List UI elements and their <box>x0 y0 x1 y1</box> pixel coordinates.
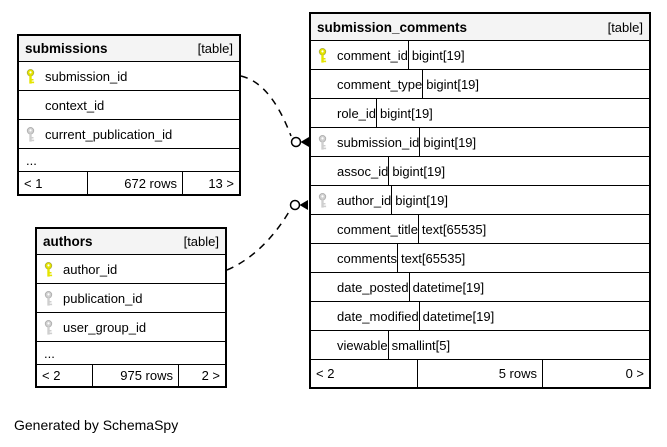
column-type: bigint[19] <box>388 157 494 185</box>
ellipsis-row: ... <box>37 342 225 365</box>
column-type: text[65535] <box>417 215 524 243</box>
column-type: bigint[19] <box>422 70 528 98</box>
column-name: current_publication_id <box>45 126 173 142</box>
ellipsis-row: ... <box>19 149 239 172</box>
column-type: bigint[19] <box>419 128 525 156</box>
foreign-key-icon <box>43 290 54 306</box>
column-row: comment_title text[65535] <box>311 215 649 244</box>
column-name: comment_type <box>337 76 423 92</box>
table-submission-comments[interactable]: submission_comments [table] comment_id b… <box>309 12 651 389</box>
column-name: date_posted <box>337 279 409 295</box>
column-name: comment_id <box>337 47 408 63</box>
column-row: context_id <box>19 91 239 120</box>
column-name: submission_id <box>337 134 420 150</box>
column-row: comment_type bigint[19] <box>311 70 649 99</box>
column-row: publication_id <box>37 284 225 313</box>
column-name: assoc_id <box>337 163 389 179</box>
column-row: viewable smallint[5] <box>311 331 649 360</box>
column-name: author_id <box>63 261 118 277</box>
edge-endpoint-circle-icon <box>289 199 301 211</box>
footer-child-count: 2 > <box>178 365 225 386</box>
table-type-badge: [table] <box>607 19 643 35</box>
foreign-key-icon <box>43 319 54 335</box>
table-title[interactable]: submission_comments <box>317 19 468 35</box>
column-type: smallint[5] <box>387 331 494 359</box>
primary-key-icon <box>317 47 328 63</box>
table-header: submissions [table] <box>19 36 239 62</box>
table-header: authors [table] <box>37 229 225 255</box>
column-row: submission_id <box>19 62 239 91</box>
table-title[interactable]: authors <box>43 234 93 249</box>
footer-child-count: 0 > <box>542 360 649 387</box>
column-name: publication_id <box>63 290 143 306</box>
column-type: bigint[19] <box>407 41 514 69</box>
table-header: submission_comments [table] <box>311 14 649 41</box>
edge-endpoint-circle-icon <box>290 136 302 148</box>
edge-submissions-to-submission-comments <box>240 75 292 137</box>
table-type-badge: [table] <box>197 41 233 56</box>
foreign-key-icon <box>317 134 328 150</box>
column-name: author_id <box>337 192 392 208</box>
column-name: context_id <box>45 97 105 113</box>
ellipsis-label: ... <box>44 345 55 361</box>
table-title[interactable]: submissions <box>25 41 108 56</box>
foreign-key-icon <box>25 126 36 142</box>
column-row: role_id bigint[19] <box>311 99 649 128</box>
column-type: datetime[19] <box>408 273 515 301</box>
column-name: viewable <box>337 337 388 353</box>
column-type: text[65535] <box>396 244 503 272</box>
column-row: date_posted datetime[19] <box>311 273 649 302</box>
ellipsis-label: ... <box>26 152 37 168</box>
table-submissions[interactable]: submissions [table] submission_id contex… <box>17 34 241 196</box>
primary-key-icon <box>43 261 54 277</box>
column-name: comment_title <box>337 221 418 237</box>
table-footer: < 2 5 rows 0 > <box>311 360 649 387</box>
edge-arrowhead-icon <box>299 200 308 210</box>
table-type-badge: [table] <box>183 234 219 249</box>
edge-arrowhead-icon <box>300 137 309 147</box>
column-type: datetime[19] <box>418 302 525 330</box>
footer-parent-count: < 2 <box>316 366 335 381</box>
column-row: comments text[65535] <box>311 244 649 273</box>
column-row: user_group_id <box>37 313 225 342</box>
column-name: submission_id <box>45 68 128 84</box>
footer-parent-count: < 2 <box>42 368 61 383</box>
column-row: current_publication_id <box>19 120 239 149</box>
column-name: date_modified <box>337 308 419 324</box>
footer-child-count: 13 > <box>182 172 239 194</box>
footer-row-count: 5 rows <box>417 360 542 387</box>
schemaspy-caption: Generated by SchemaSpy <box>14 417 179 433</box>
table-authors[interactable]: authors [table] author_id publication_id… <box>35 227 227 388</box>
table-footer: < 2 975 rows 2 > <box>37 365 225 386</box>
footer-parent-count: < 1 <box>24 175 43 191</box>
footer-row-count: 672 rows <box>87 172 182 194</box>
primary-key-icon <box>25 68 36 84</box>
column-row: assoc_id bigint[19] <box>311 157 649 186</box>
table-footer: < 1 672 rows 13 > <box>19 172 239 194</box>
foreign-key-icon <box>317 192 328 208</box>
column-type: bigint[19] <box>376 99 482 127</box>
column-row: author_id bigint[19] <box>311 186 649 215</box>
column-name: user_group_id <box>63 319 147 335</box>
column-name: comments <box>337 250 397 266</box>
column-name: role_id <box>337 105 377 121</box>
column-row: author_id <box>37 255 225 284</box>
column-row: submission_id bigint[19] <box>311 128 649 157</box>
footer-row-count: 975 rows <box>92 365 178 386</box>
column-type: bigint[19] <box>391 186 497 214</box>
edge-authors-to-submission-comments <box>226 209 291 271</box>
column-row: date_modified datetime[19] <box>311 302 649 331</box>
column-row: comment_id bigint[19] <box>311 41 649 70</box>
